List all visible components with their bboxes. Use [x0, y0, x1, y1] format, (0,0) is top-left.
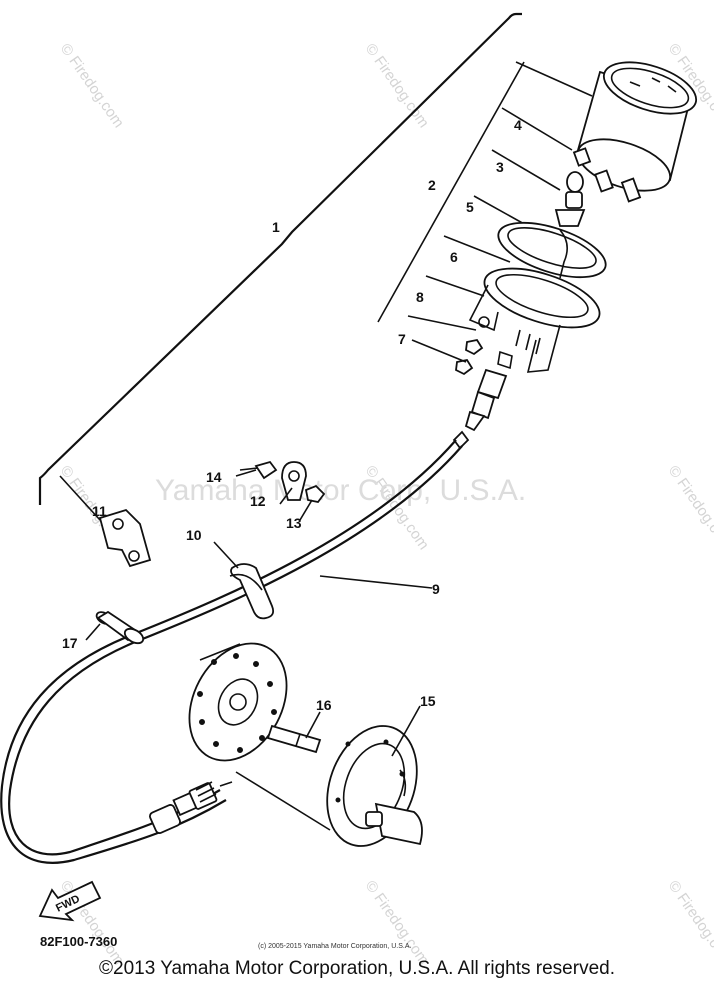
callout-10: 10	[186, 527, 202, 543]
callout-6: 6	[450, 249, 458, 265]
leader-lines	[59, 339, 467, 831]
watermark-site: © Firedog.com	[362, 41, 432, 132]
watermark-center: Yamaha Motor Corp, U.S.A.	[155, 474, 526, 507]
watermark-site: © Firedog.com	[665, 878, 714, 969]
callout-9: 9	[432, 581, 440, 597]
callout-17: 17	[62, 635, 78, 651]
callout-16: 16	[316, 697, 332, 713]
callout-3: 3	[496, 159, 504, 175]
diagram-small-copyright: (c) 2005-2015 Yamaha Motor Corporation, …	[258, 943, 411, 950]
watermark-site: © Firedog.com	[362, 878, 432, 969]
footer-copyright: ©2013 Yamaha Motor Corporation, U.S.A. A…	[99, 958, 615, 979]
callout-13: 13	[286, 515, 302, 531]
callout-12: 12	[250, 493, 266, 509]
cable-clamp	[229, 563, 275, 620]
speedometer-cable	[0, 430, 470, 864]
cable-guide	[98, 508, 152, 568]
drive-shaft	[266, 724, 322, 754]
callout-2: 2	[428, 177, 436, 193]
callout-14: 14	[206, 469, 222, 485]
fwd-arrow: FWD	[38, 880, 102, 922]
speedometer-gauge	[572, 61, 698, 203]
callout-4: 4	[514, 117, 522, 133]
drive-plate	[188, 642, 288, 762]
callout-15: 15	[420, 693, 436, 709]
callout-labels: 1 2 3 4 5 6 7 8 9 10 11 12 13 14 15 16 1…	[62, 117, 522, 713]
callout-7: 7	[398, 331, 406, 347]
callout-8: 8	[416, 289, 424, 305]
assembly-bracket	[38, 12, 593, 505]
cable-collar	[95, 610, 145, 645]
meter-damper-ring	[497, 221, 607, 279]
cable-fitting-upper	[464, 350, 513, 432]
callout-11: 11	[92, 503, 107, 519]
watermark-site: © Firedog.com	[57, 41, 127, 132]
diagram-part-number: 82F100-7360	[40, 934, 117, 949]
watermark-site: © Firedog.com	[665, 463, 714, 554]
meter-bracket	[468, 267, 601, 373]
callout-5: 5	[466, 199, 474, 215]
speedometer-gear-unit	[326, 725, 423, 847]
hardware-nuts	[455, 338, 484, 376]
meter-bulb	[554, 171, 586, 227]
callout-1: 1	[272, 219, 280, 235]
cable-holder-set	[239, 460, 326, 503]
